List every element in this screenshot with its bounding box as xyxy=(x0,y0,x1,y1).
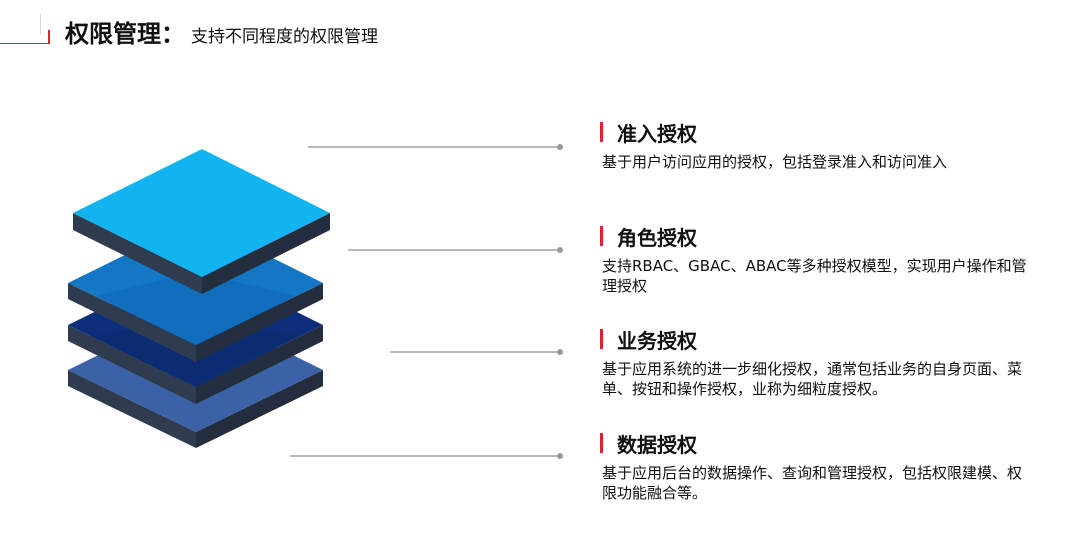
section-data-title: 数据授权 xyxy=(617,432,697,457)
section-role-desc: 支持RBAC、GBAC、ABAC等多种授权模型，实现用户操作和管理授权 xyxy=(602,257,1027,295)
page-title: 权限管理 ： 支持不同程度的权限管理 xyxy=(65,14,378,50)
business-layer-right-side xyxy=(196,325,323,404)
access-layer xyxy=(73,149,330,294)
role-layer-right-side xyxy=(196,283,323,362)
connector-access xyxy=(308,144,563,150)
header-divider xyxy=(40,14,41,34)
section-business-heading: 业务授权 xyxy=(600,325,1040,353)
section-business-title: 业务授权 xyxy=(617,328,697,353)
section-access-marker xyxy=(600,122,603,142)
access-layer-left-side xyxy=(73,213,202,294)
access-layer-top xyxy=(73,149,330,277)
header-accent-mark xyxy=(48,30,50,44)
section-business-desc: 基于应用系统的进一步细化授权，通常包括业务的自身页面、菜单、按钮和操作授权，业称… xyxy=(602,360,1023,398)
business-layer-left-side xyxy=(68,325,196,404)
section-role: 角色授权 支持RBAC、GBAC、ABAC等多种授权模型，实现用户操作和管理授权 xyxy=(600,222,1040,296)
section-business: 业务授权 基于应用系统的进一步细化授权，通常包括业务的自身页面、菜单、按钮和操作… xyxy=(600,325,1040,399)
data-layer-right-side xyxy=(196,370,323,448)
access-layer-right-side xyxy=(202,213,330,294)
section-access-heading: 准入授权 xyxy=(600,118,1040,146)
section-business-marker xyxy=(600,329,603,349)
section-access: 准入授权 基于用户访问应用的授权，包括登录准入和访问准入 xyxy=(600,118,1040,172)
section-role-title: 角色授权 xyxy=(617,225,697,250)
section-role-marker xyxy=(600,226,603,246)
connector-data xyxy=(290,453,563,459)
section-data-heading: 数据授权 xyxy=(600,429,1040,457)
section-access-title: 准入授权 xyxy=(617,121,697,146)
role-layer-left-side xyxy=(68,283,196,362)
page-title-colon: ： xyxy=(161,20,185,48)
section-role-heading: 角色授权 xyxy=(600,222,1040,250)
section-access-desc: 基于用户访问应用的授权，包括登录准入和访问准入 xyxy=(602,153,948,171)
section-data-desc: 基于应用后台的数据操作、查询和管理授权，包括权限建模、权限功能融合等。 xyxy=(602,464,1023,502)
header-accent-line xyxy=(0,43,50,44)
role-layer-shade xyxy=(96,272,296,345)
section-data-marker xyxy=(600,433,603,453)
data-layer-left-side xyxy=(68,370,196,448)
section-data: 数据授权 基于应用后台的数据操作、查询和管理授权，包括权限建模、权限功能融合等。 xyxy=(600,429,1040,503)
page-title-main: 权限管理 xyxy=(65,20,161,48)
page-subtitle: 支持不同程度的权限管理 xyxy=(191,27,378,47)
connector-role xyxy=(348,247,563,253)
connector-business xyxy=(390,349,563,355)
